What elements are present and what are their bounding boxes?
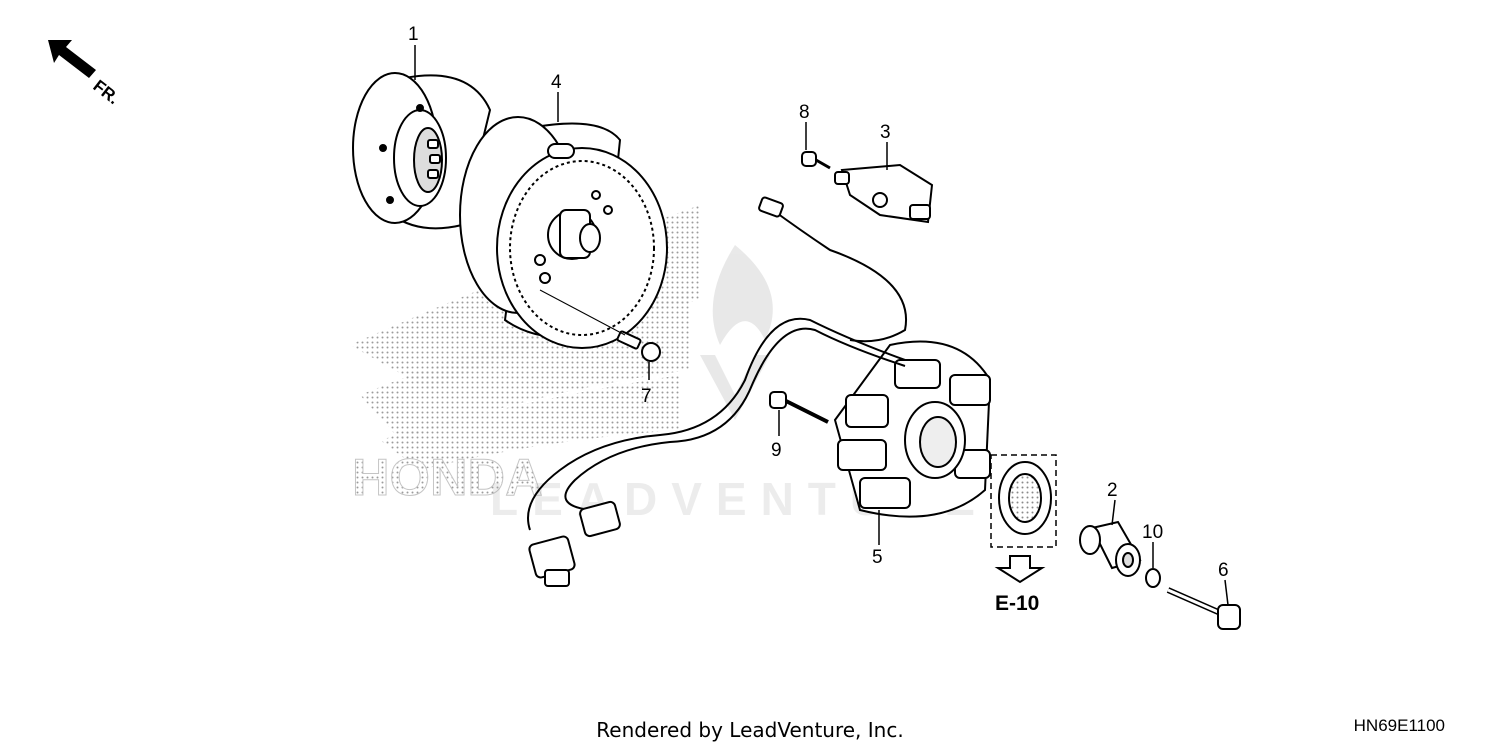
- callout-5: 5: [872, 547, 883, 568]
- harness-connector-left[interactable]: [528, 535, 576, 587]
- rendered-by-footer: Rendered by LeadVenture, Inc.: [596, 718, 904, 742]
- down-arrow-icon: [994, 555, 1046, 584]
- part-3-sensor[interactable]: [834, 163, 934, 224]
- callout-9: 9: [771, 440, 782, 461]
- part-1-clutch[interactable]: [352, 72, 492, 230]
- callout-4: 4: [551, 72, 562, 93]
- callout-3: 3: [880, 122, 891, 143]
- callout-7: 7: [641, 386, 652, 407]
- part-2-collar[interactable]: [1079, 520, 1142, 577]
- part-4-flywheel[interactable]: [459, 116, 668, 349]
- part-5-stator[interactable]: [833, 340, 992, 518]
- callout-8: 8: [799, 102, 810, 123]
- leader-lines: [414, 45, 1229, 606]
- part-10-washer[interactable]: [1145, 568, 1161, 588]
- callout-1: 1: [408, 24, 419, 45]
- e10-reference-box: [990, 454, 1057, 584]
- callout-2: 2: [1107, 480, 1118, 501]
- part-8-screw[interactable]: [801, 151, 831, 170]
- front-arrow-icon: [48, 40, 96, 78]
- callout-10: 10: [1142, 522, 1163, 543]
- callout-6: 6: [1218, 560, 1229, 581]
- part-7-bolt[interactable]: [539, 289, 661, 362]
- honda-watermark-text: HONDA: [352, 449, 543, 507]
- harness-connector-right[interactable]: [579, 500, 621, 538]
- reference-label[interactable]: E-10: [995, 592, 1039, 615]
- oil-seal: [998, 461, 1052, 535]
- diagram-code: HN69E1100: [1353, 716, 1445, 735]
- part-9-bolt[interactable]: [769, 391, 829, 424]
- part-6-bolt[interactable]: [1166, 587, 1241, 630]
- wiring-harness: [527, 207, 908, 531]
- direction-label: FR.: [90, 76, 123, 108]
- sensor-lead-terminal: [758, 196, 784, 218]
